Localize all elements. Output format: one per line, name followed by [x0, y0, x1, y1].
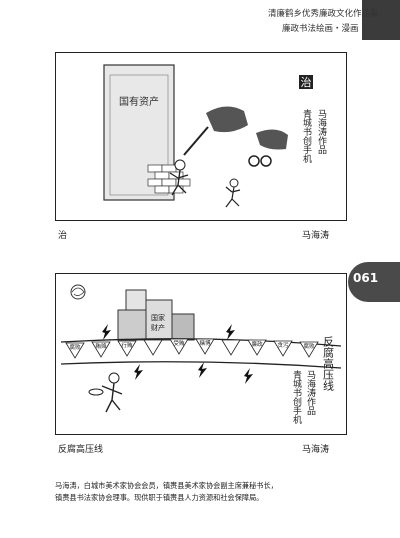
series-title: 清廉鹤乡优秀廉政文化作品集 — [268, 9, 379, 19]
svg-text:廉政: 廉政 — [251, 340, 263, 348]
cartoon-illustration-1: 国有资产 治 马海涛作品 青城书创手机 — [103, 64, 327, 208]
svg-text:治: 治 — [301, 75, 312, 89]
svg-text:贪污: 贪污 — [277, 341, 289, 349]
svg-text:受贿: 受贿 — [173, 339, 185, 347]
author-bio: 马海涛，白城市美术家协会会员，镇赉县美术家协会副主席兼秘书长， 镇赉县书法家协会… — [55, 480, 360, 504]
state-property-boxes — [117, 289, 195, 341]
handcuff-1 — [248, 155, 260, 167]
falling-man-body — [101, 382, 123, 413]
author-1: 马海涛 — [302, 231, 330, 241]
pennant-flags — [65, 338, 319, 359]
svg-text:马海涛作品: 马海涛作品 — [305, 370, 316, 416]
svg-text:反腐高压线: 反腐高压线 — [322, 336, 335, 391]
falling-man-head — [108, 372, 120, 384]
corner-block — [362, 0, 400, 40]
lightning-bolts — [102, 324, 253, 384]
svg-text:马海涛作品: 马海涛作品 — [316, 109, 327, 155]
svg-text:国家: 国家 — [151, 313, 165, 322]
bio-line-1: 马海涛，白城市美术家协会会员，镇赉县美术家协会副主席兼秘书长， — [55, 481, 278, 490]
flag-words: 腐败 贿赂 行贿 受贿 赌博 廉政 贪污 腐败 — [69, 339, 315, 351]
second-figure — [225, 186, 241, 208]
hand-left — [206, 106, 248, 133]
caption-2: 反腐高压线 — [58, 445, 104, 455]
section-title: 廉政书法绘画・漫画 — [282, 24, 359, 34]
handcuff-2 — [260, 155, 272, 167]
voltage-line-bottom — [60, 361, 342, 369]
page-number-tab — [348, 262, 400, 302]
bio-line-2: 镇赉县书法家协会理事。现供职于镇赉县人力资源和社会保障局。 — [55, 493, 264, 502]
thief-head — [174, 159, 186, 171]
author-2: 马海涛 — [302, 445, 330, 455]
inscription-1: 马海涛作品 青城书创手机 — [301, 108, 327, 164]
thief-body — [169, 169, 189, 196]
cartoon-frame-2: 国家 财产 腐败 贿赂 行贿 受贿 赌博 廉政 贪污 腐败 — [55, 273, 347, 435]
cartoon-illustration-2: 国家 财产 腐败 贿赂 行贿 受贿 赌博 廉政 贪污 腐败 — [60, 284, 342, 425]
inscription-2: 反腐高压线 马海涛作品 青城书创手机 — [291, 336, 335, 425]
svg-text:赌博: 赌博 — [199, 339, 211, 347]
banner-text-top: 国有资产 — [119, 95, 159, 108]
cartoon-frame-1: 国有资产 治 马海涛作品 青城书创手机 — [55, 52, 347, 221]
svg-text:贿赂: 贿赂 — [95, 342, 107, 350]
svg-text:腐败: 腐败 — [69, 343, 81, 351]
svg-text:行贿: 行贿 — [121, 341, 133, 349]
caption-1: 治 — [58, 231, 68, 241]
svg-text:腐败: 腐败 — [303, 342, 315, 350]
svg-text:财产: 财产 — [151, 323, 165, 332]
swirl-logo — [70, 284, 86, 300]
svg-text:青城书创手机: 青城书创手机 — [301, 108, 312, 164]
zhi-seal — [299, 75, 313, 89]
svg-text:青城书创手机: 青城书创手机 — [291, 369, 302, 425]
page-number: 061 — [353, 271, 379, 285]
hand-right — [256, 129, 288, 150]
